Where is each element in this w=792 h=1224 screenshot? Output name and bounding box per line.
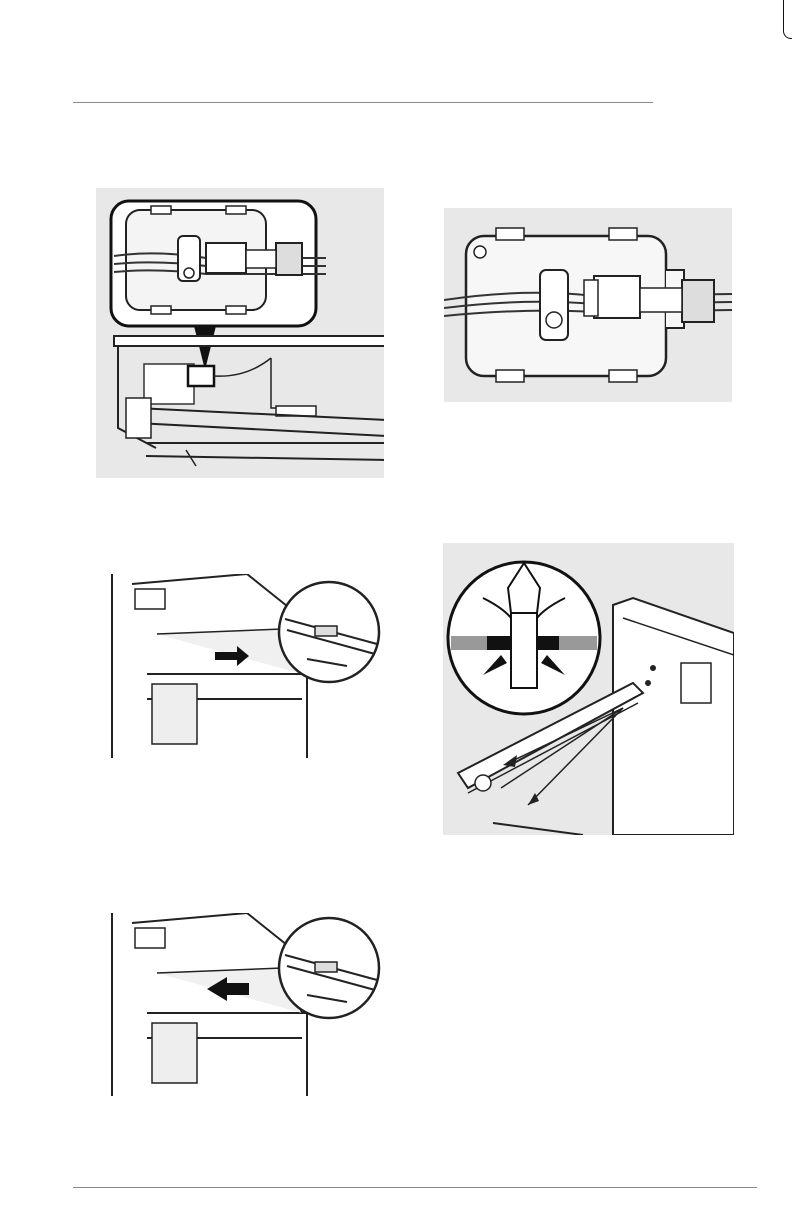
drawer-slide-install-icon (97, 913, 383, 1096)
figure-connector-detail (444, 208, 732, 402)
figure-harness-connector-location (96, 188, 384, 478)
connector-housing-icon (444, 208, 732, 402)
drawer-slide-release-icon (97, 574, 383, 758)
bottom-rule (73, 1187, 757, 1188)
figure-drawer-slide-install (97, 913, 383, 1096)
push-pin-clip-icon (443, 543, 734, 835)
wire-harness-connector-icon (96, 188, 384, 478)
top-rule (73, 102, 653, 103)
figure-retainer-clip-release (443, 543, 734, 835)
page-edge-mark (783, 0, 792, 39)
figure-drawer-slide-release (97, 574, 383, 758)
